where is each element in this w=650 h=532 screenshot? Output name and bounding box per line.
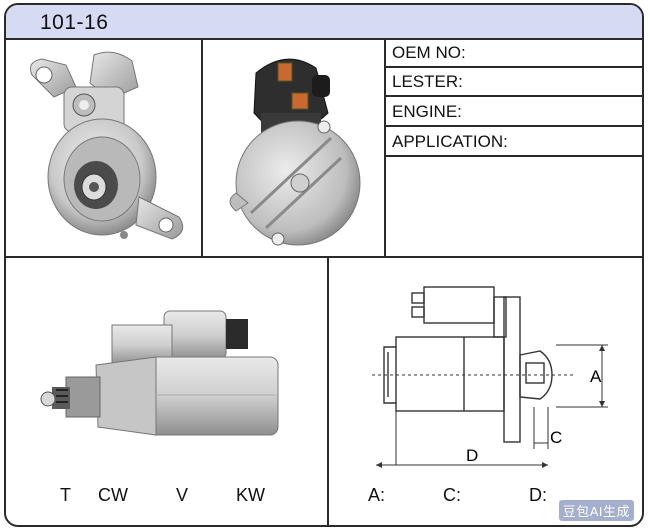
dimension-drawing: A C D	[372, 286, 608, 468]
label-v: V	[176, 485, 189, 505]
oem-label: OEM NO:	[392, 43, 466, 62]
starter-side-photo	[40, 310, 279, 436]
engine-label: ENGINE:	[392, 102, 462, 121]
spec-table: OEM NO: LESTER: ENGINE: APPLICATION:	[386, 40, 642, 160]
lester-label: LESTER:	[392, 72, 463, 91]
starter-rear-photo	[229, 58, 361, 246]
label-t: T	[60, 485, 71, 505]
watermark: 豆包AI生成	[558, 500, 634, 521]
dimension-c-mark: C	[550, 428, 562, 447]
spec-row-application: APPLICATION:	[386, 129, 642, 157]
application-label: APPLICATION:	[392, 132, 508, 151]
divider	[6, 256, 642, 258]
label-d: D:	[529, 485, 547, 505]
spec-row-engine: ENGINE:	[386, 99, 642, 127]
divider	[201, 40, 203, 257]
divider	[327, 257, 329, 525]
label-cw: CW	[98, 485, 128, 505]
part-code: 101-16	[40, 11, 109, 34]
header-bar: 101-16	[6, 5, 642, 40]
spec-row-lester: LESTER:	[386, 69, 642, 97]
product-sheet: 101-16	[4, 3, 644, 527]
dimension-d-mark: D	[466, 446, 478, 465]
divider	[384, 40, 386, 257]
label-kw: KW	[236, 485, 265, 505]
dimension-a-mark: A	[590, 367, 602, 386]
starter-front-photo	[29, 51, 184, 240]
spec-row-oem: OEM NO:	[386, 40, 642, 68]
label-c: C:	[443, 485, 461, 505]
label-a: A:	[368, 485, 386, 505]
